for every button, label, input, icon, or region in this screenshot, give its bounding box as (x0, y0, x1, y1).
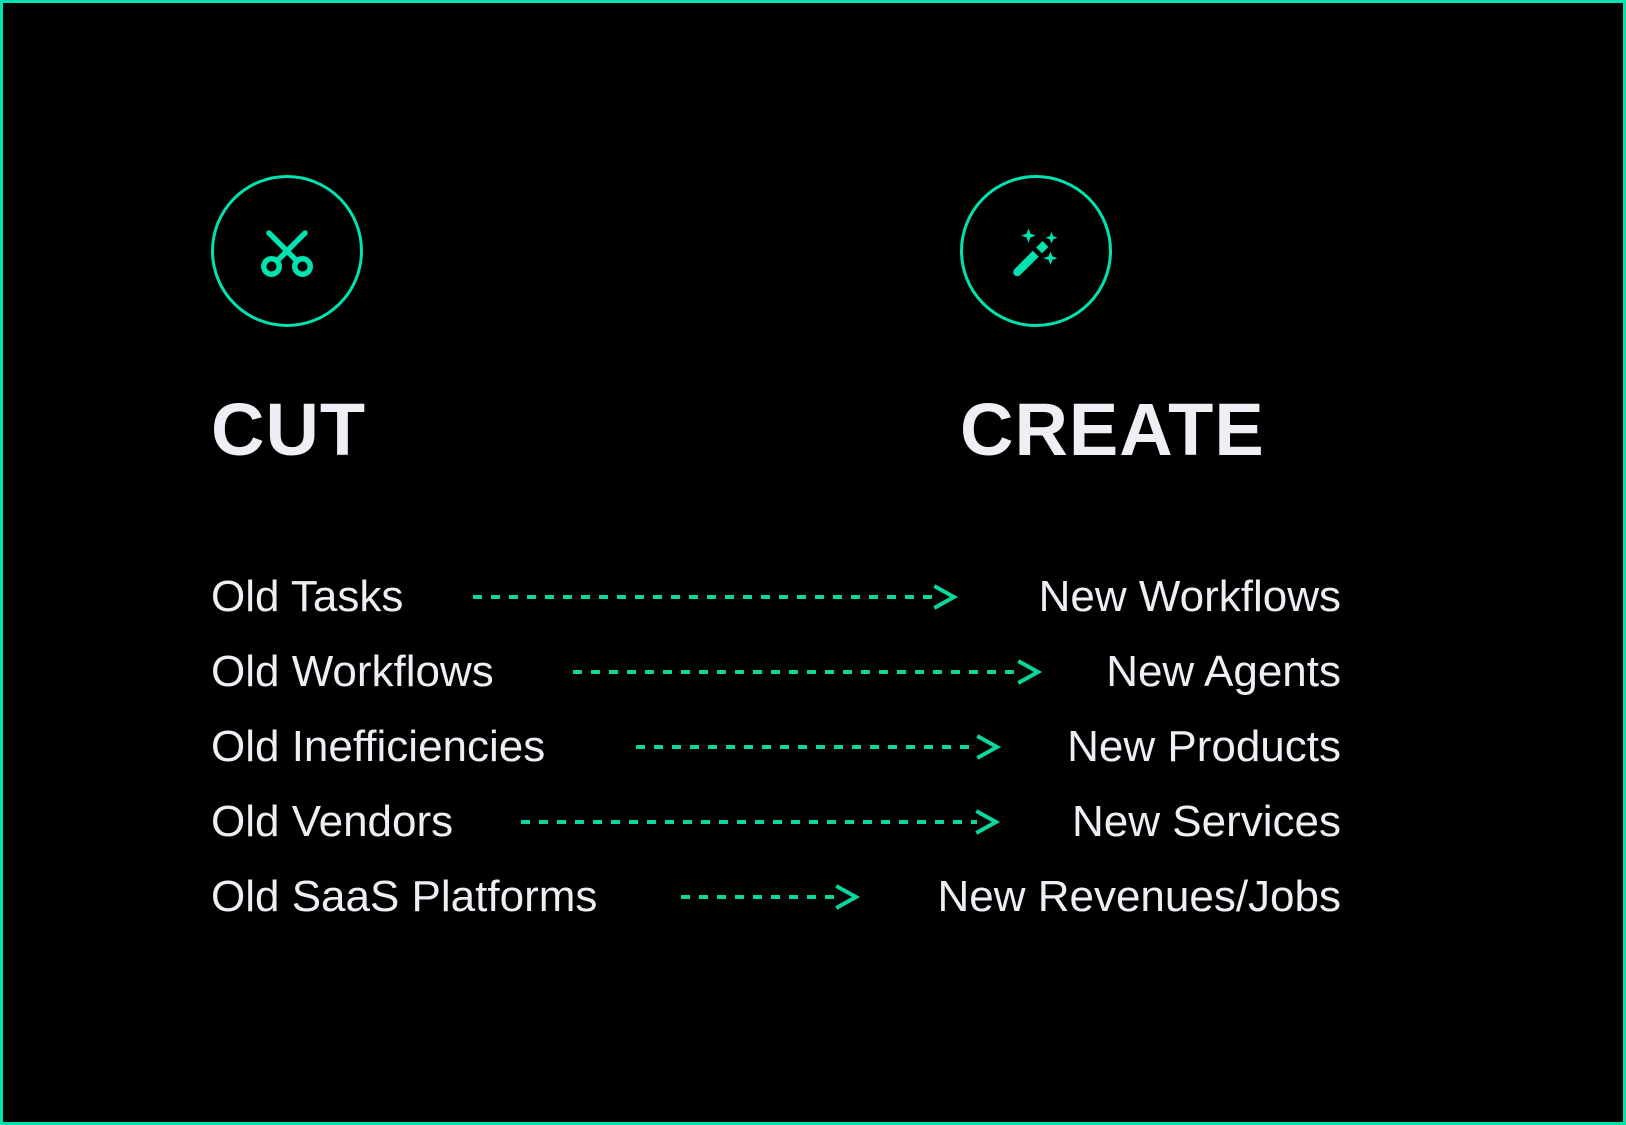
mapping-row: Old Tasks New Workflows (3, 559, 1623, 634)
row-target-label: New Products (1067, 722, 1341, 771)
magic-wand-icon (1005, 220, 1067, 282)
mapping-row: Old Vendors New Services (3, 784, 1623, 859)
scissors-icon-badge (211, 175, 363, 327)
mapping-rows: Old Tasks New Workflows Old Workflows Ne… (3, 559, 1623, 934)
mapping-row: Old SaaS Platforms New Revenues/Jobs (3, 859, 1623, 934)
row-target-label: New Revenues/Jobs (937, 872, 1341, 921)
page-title-cut: CUT (211, 388, 367, 471)
row-target-label: New Agents (1106, 647, 1341, 696)
row-target-label: New Services (1072, 797, 1341, 846)
row-source-label: Old Workflows (211, 647, 494, 696)
dashed-arrow-right-icon (681, 859, 863, 934)
mapping-row: Old Inefficiencies New Products (3, 709, 1623, 784)
row-source-label: Old Tasks (211, 572, 404, 621)
dashed-arrow-right-icon (521, 784, 1003, 859)
row-source-label: Old Inefficiencies (211, 722, 546, 771)
dashed-arrow-right-icon (473, 559, 961, 634)
row-target-label: New Workflows (1038, 572, 1341, 621)
page-title-create: CREATE (960, 388, 1265, 471)
scissors-icon (256, 220, 318, 282)
dashed-arrow-right-icon (636, 709, 1004, 784)
mapping-row: Old Workflows New Agents (3, 634, 1623, 709)
dashed-arrow-right-icon (573, 634, 1045, 709)
column-header-create: CREATE (960, 175, 1265, 471)
row-source-label: Old Vendors (211, 797, 454, 846)
column-header-cut: CUT (211, 175, 367, 471)
row-source-label: Old SaaS Platforms (211, 872, 598, 921)
magic-wand-icon-badge (960, 175, 1112, 327)
